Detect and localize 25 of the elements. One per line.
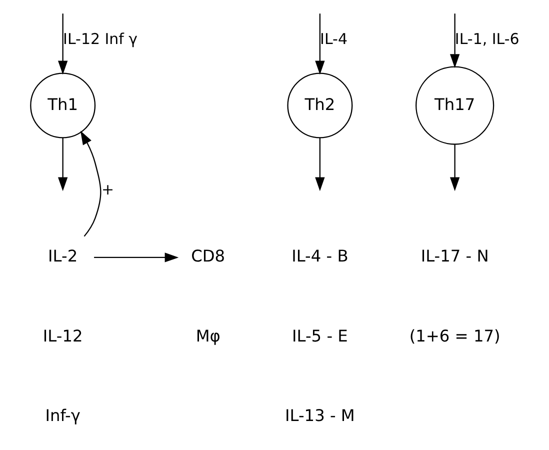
arrow (449, 14, 460, 68)
arrow (80, 130, 101, 237)
label: Mφ (195, 326, 220, 346)
node-circle: Th1 (30, 72, 96, 138)
label: Inf-γ (44, 406, 80, 425)
label: IL-5 - E (292, 326, 348, 346)
edge-label: + (101, 180, 114, 199)
edge-label: IL-4 (320, 30, 347, 48)
edge-label: IL-12 Inf γ (62, 30, 138, 48)
label: (1+6 = 17) (408, 326, 500, 346)
arrow (314, 14, 324, 75)
arrow (314, 138, 324, 192)
label: IL-17 - N (420, 246, 488, 266)
arrow (57, 138, 68, 192)
label: IL-13 - M (284, 406, 354, 425)
arrow (57, 14, 68, 75)
node-text: IL-2 (48, 246, 78, 266)
label: IL-4 - B (291, 246, 348, 266)
arrow (449, 144, 460, 192)
edge-label: IL-1, IL-6 (454, 30, 519, 48)
node-circle: Th2 (286, 72, 352, 138)
arrow (94, 252, 178, 262)
node-text: CD8 (190, 246, 225, 266)
node-circle: Th17 (415, 66, 494, 145)
label: IL-12 (42, 326, 82, 346)
